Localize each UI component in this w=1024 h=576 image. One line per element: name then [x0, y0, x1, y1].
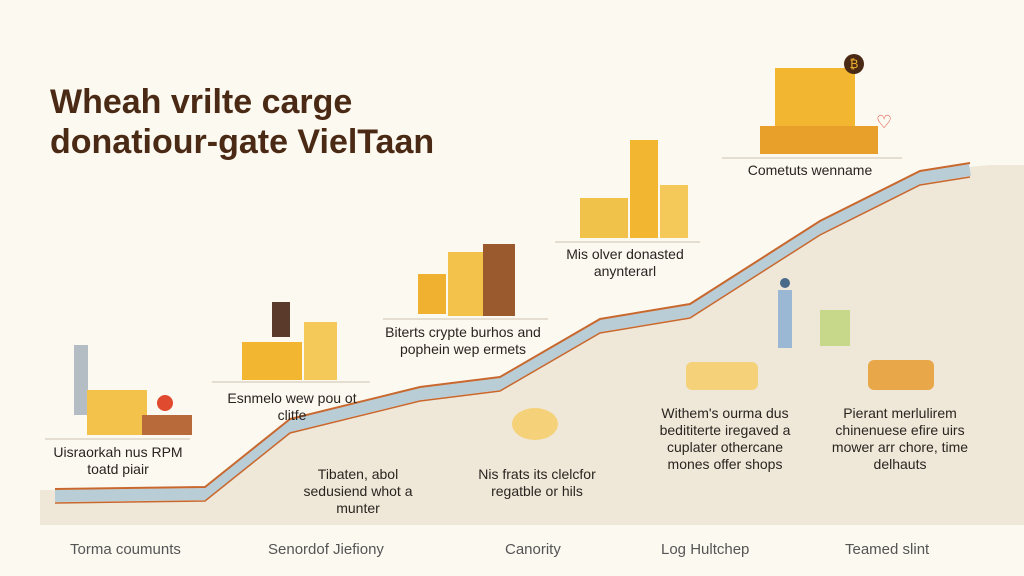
milestone-label-5: Cometuts wenname — [747, 162, 873, 178]
shelf-line — [383, 318, 548, 320]
milestone-label-1: Uisraorkah nus RPM toatd piair — [53, 444, 183, 477]
milestone-label-3: Biterts crypte burhos and pophein wep er… — [385, 324, 541, 357]
illustration-shops — [242, 302, 337, 380]
path-edge-bottom — [54, 176, 971, 504]
milestone-label-4: Mis olver donasted anynterarl — [566, 246, 684, 279]
note-label-4: Pierant merlulirem chinenuese efire uirs… — [831, 405, 969, 472]
shelf-line — [212, 381, 370, 383]
title-line-1: Wheah vrilte carge — [50, 83, 353, 121]
illustration-goods — [686, 362, 758, 390]
path-edge-top — [54, 162, 971, 490]
footer-label-1: Torma coumunts — [70, 541, 181, 558]
footer-label-3: Canority — [505, 541, 561, 558]
path-road — [54, 164, 971, 502]
bitcoin-coin-icon: ₿ — [844, 54, 864, 74]
illustration-buildings — [418, 244, 518, 316]
milestone-label-2: Esnmelo wew pou ot clitfe — [227, 390, 357, 423]
heart-icon: ♡ — [876, 112, 893, 132]
page-title: Wheah vrilte carge donatiour-gate VielTa… — [50, 82, 434, 162]
note-label-3: Withem's ourma dus bedititerte iregaved … — [659, 405, 791, 472]
illustration-towers — [578, 140, 690, 238]
shelf-line — [555, 241, 700, 243]
shelf-line — [722, 157, 902, 159]
footer-label-4: Log Hultchep — [661, 541, 750, 558]
note-label-1: Tibaten, abol sedusiend whot a munter — [303, 466, 413, 516]
illustration-treats — [868, 360, 934, 390]
footer-label-5: Teamed slint — [845, 541, 930, 558]
illustration-market-stall — [62, 345, 192, 437]
shelf-line — [45, 438, 190, 440]
illustration-person-bin — [775, 278, 855, 350]
illustration-mansion — [755, 68, 880, 154]
title-line-2: donatiour-gate VielTaan — [50, 123, 435, 161]
note-label-2: Nis frats its clelcfor regatble or hils — [478, 466, 596, 499]
illustration-coins — [512, 408, 558, 440]
footer-label-2: Senordof Jiefiony — [268, 541, 384, 558]
